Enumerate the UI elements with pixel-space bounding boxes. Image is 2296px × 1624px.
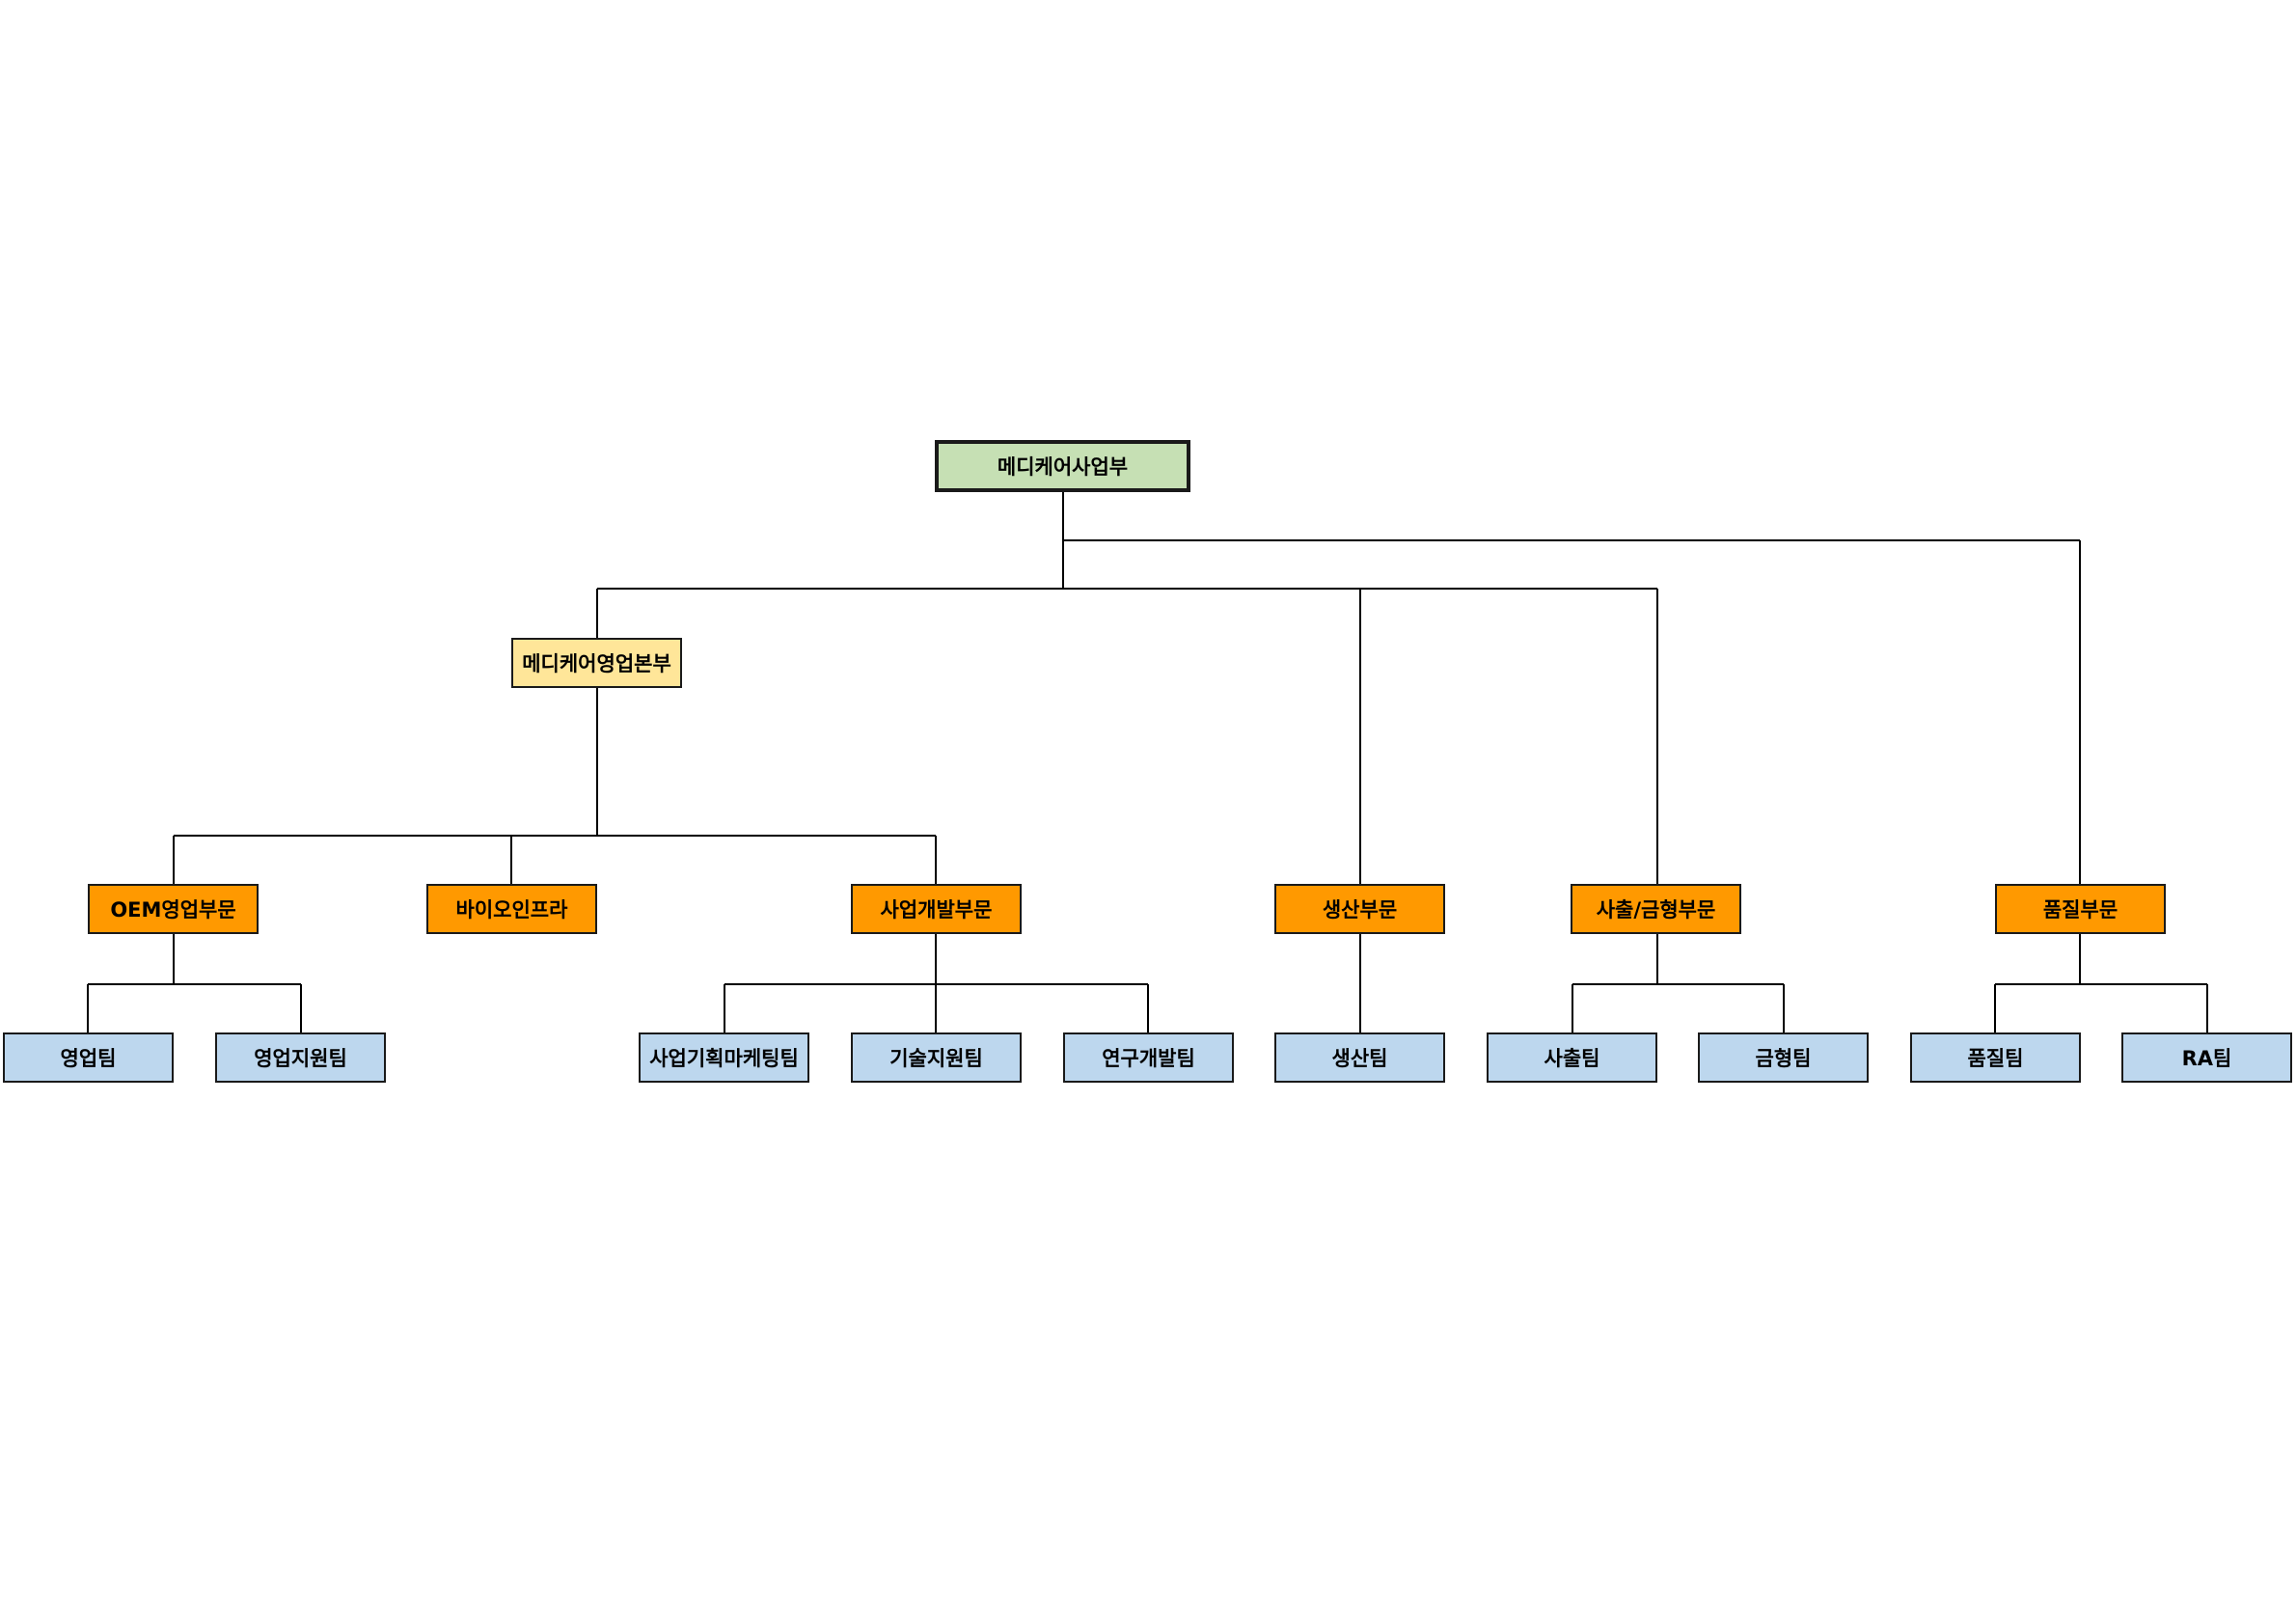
node-sales-support-team: 영업지원팀 <box>215 1032 386 1083</box>
node-injection-mold-division: 사출/금형부문 <box>1571 884 1741 934</box>
node-mold-team: 금형팀 <box>1698 1032 1869 1083</box>
node-quality-division: 품질부문 <box>1995 884 2166 934</box>
node-injection-team: 사출팀 <box>1487 1032 1657 1083</box>
node-bio-infra: 바이오인프라 <box>426 884 597 934</box>
node-business-planning-marketing-team: 사업기획마케팅팀 <box>639 1032 809 1083</box>
node-production-team: 생산팀 <box>1274 1032 1445 1083</box>
node-production-division: 생산부문 <box>1274 884 1445 934</box>
node-medicare-sales-hq: 메디케어영업본부 <box>511 638 682 688</box>
node-ra-team: RA팀 <box>2121 1032 2292 1083</box>
node-rnd-team: 연구개발팀 <box>1063 1032 1234 1083</box>
node-oem-sales-division: OEM영업부문 <box>88 884 259 934</box>
node-technical-support-team: 기술지원팀 <box>851 1032 1022 1083</box>
node-sales-team: 영업팀 <box>3 1032 174 1083</box>
node-medicare-business-unit: 메디케어사업부 <box>935 440 1190 492</box>
node-quality-team: 품질팀 <box>1910 1032 2081 1083</box>
node-business-development-division: 사업개발부문 <box>851 884 1022 934</box>
